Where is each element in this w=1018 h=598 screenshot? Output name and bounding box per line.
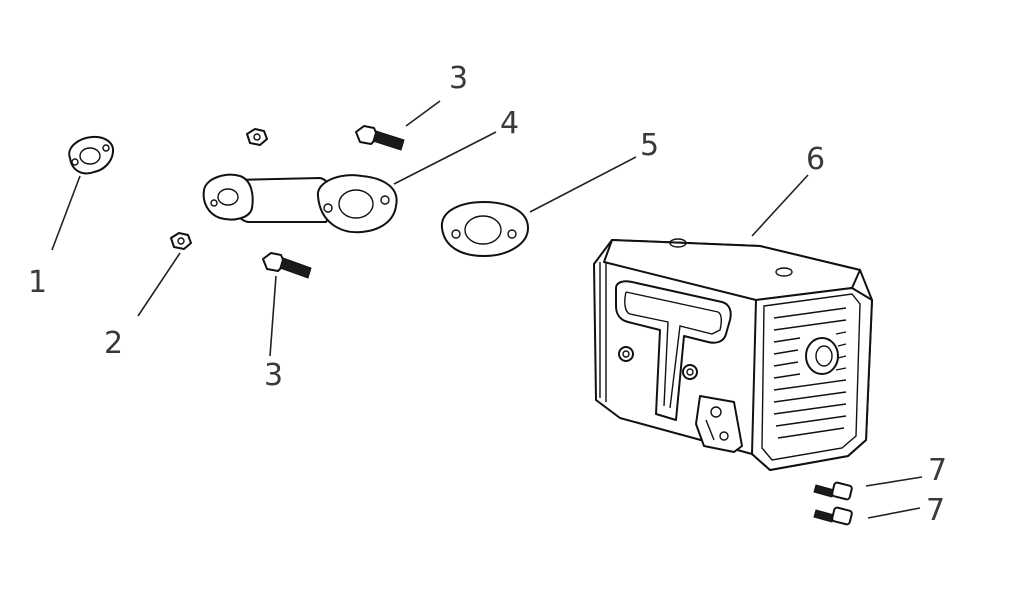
exhaust-elbow-part-4 xyxy=(202,173,398,234)
leader-4 xyxy=(393,131,497,185)
callout-3-lower: 3 xyxy=(264,358,283,393)
callout-5: 5 xyxy=(640,128,659,163)
leader-3a xyxy=(405,100,441,127)
screw-part-7-lower xyxy=(813,506,853,526)
callout-7-lower: 7 xyxy=(926,493,945,528)
muffler-mounting-bracket xyxy=(695,395,743,453)
gasket-small-part-1 xyxy=(68,135,115,175)
screw-part-7-upper xyxy=(813,481,853,501)
bolt-part-3-lower xyxy=(262,252,312,279)
callout-1: 1 xyxy=(28,265,47,300)
callout-6: 6 xyxy=(806,142,825,177)
callout-7-upper: 7 xyxy=(928,453,947,488)
leader-lines xyxy=(51,100,923,519)
gasket-large-part-5 xyxy=(440,201,529,257)
leader-5 xyxy=(529,156,637,213)
leader-7b xyxy=(867,507,921,519)
leader-3b xyxy=(269,275,277,357)
leader-1 xyxy=(51,175,81,251)
leader-2 xyxy=(137,252,181,317)
nut-part-2-lower xyxy=(170,232,192,250)
muffler-part-6 xyxy=(593,238,873,471)
nut-part-2-upper xyxy=(246,128,268,146)
callout-4: 4 xyxy=(500,106,519,141)
muffler-grille-slots xyxy=(773,307,847,439)
callout-labels: 1 2 3 3 4 5 6 7 7 xyxy=(28,61,947,528)
leader-7a xyxy=(865,476,923,487)
callout-2: 2 xyxy=(104,326,123,361)
bolt-part-3-upper xyxy=(355,125,405,151)
muffler-outlet xyxy=(805,337,839,375)
leader-6 xyxy=(751,174,809,237)
callout-3-upper: 3 xyxy=(449,61,468,96)
